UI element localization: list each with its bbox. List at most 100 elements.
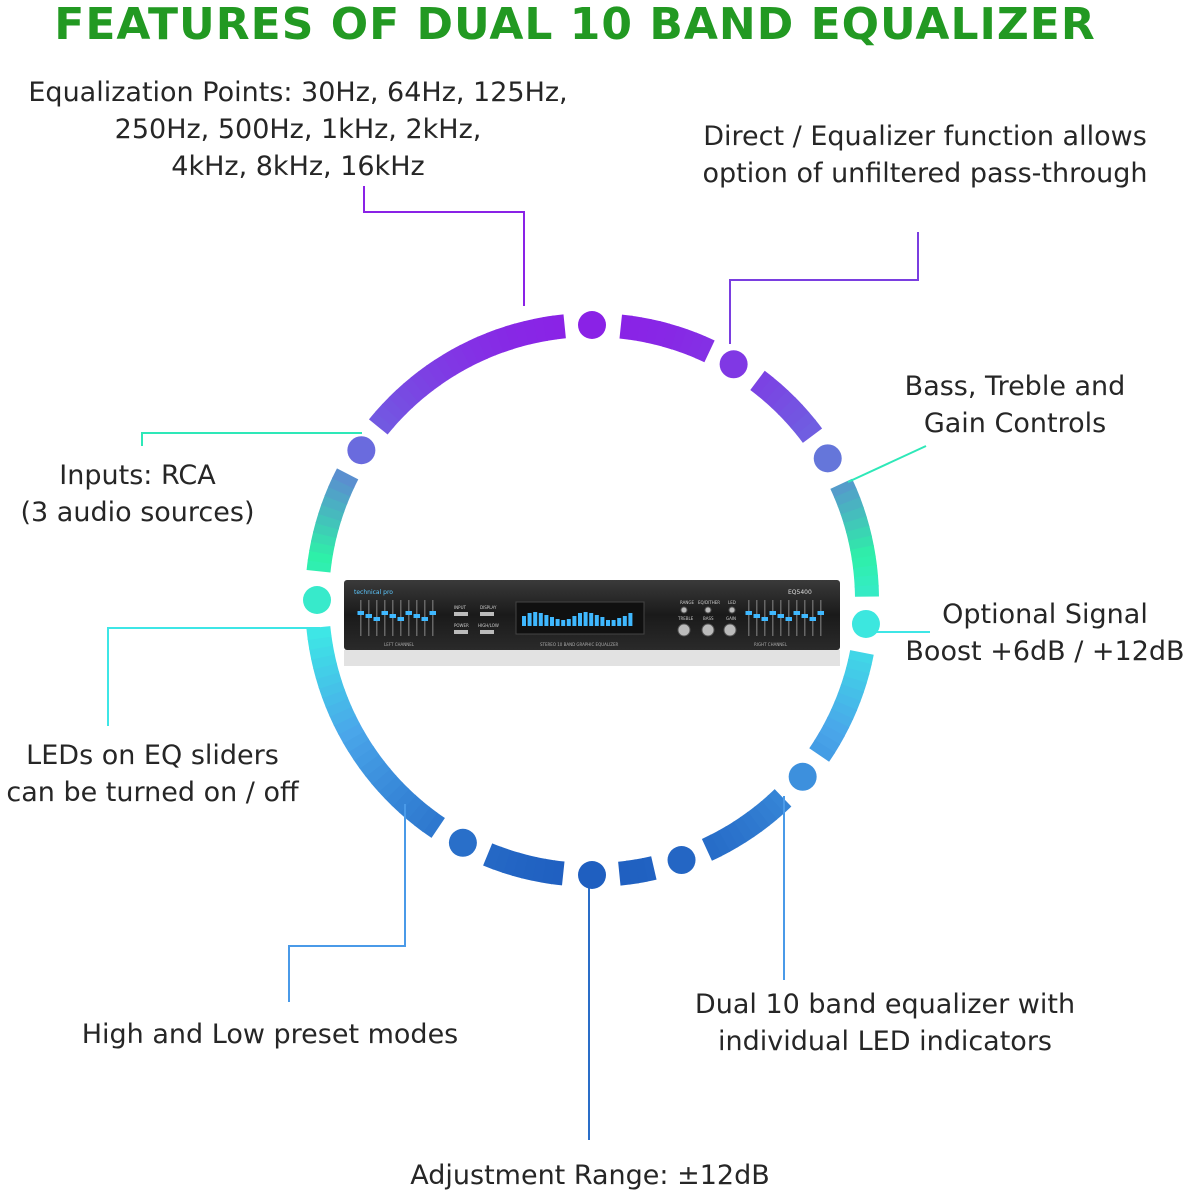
ring-segment <box>418 365 442 391</box>
ring-segment <box>388 389 414 415</box>
ring-segment <box>850 545 876 561</box>
device-button-power: POWER <box>454 623 469 628</box>
ring-segment <box>410 370 434 397</box>
feature-signal-boost: Optional Signal Boost +6dB / +12dB <box>895 596 1195 670</box>
device-knob <box>701 623 715 637</box>
gradient-ring <box>306 314 879 886</box>
feature-signal-boost-line2: Boost +6dB / +12dB <box>905 636 1185 667</box>
feature-leds: LEDs on EQ sliders can be turned on / of… <box>0 737 305 811</box>
lcd-bar <box>566 619 571 626</box>
ring-segment <box>398 794 423 820</box>
ring-segment <box>329 705 356 726</box>
ring-segment <box>843 667 870 685</box>
lcd-bar <box>522 616 526 626</box>
eq-slider-knob <box>429 611 436 615</box>
ring-segment <box>375 403 401 428</box>
eq-slider-knob <box>397 617 404 621</box>
lcd-bar <box>578 613 582 626</box>
ring-segment <box>483 843 503 870</box>
ring-segment <box>381 396 407 421</box>
ring-segment <box>767 789 792 814</box>
ring-segment <box>853 574 879 588</box>
eq-slider-knob <box>389 614 396 618</box>
ring-dot <box>448 828 477 857</box>
ring-segment <box>618 860 631 886</box>
lcd-bar <box>527 613 532 626</box>
ring-dot <box>667 846 696 875</box>
ring-segment <box>450 344 472 372</box>
ring-segment <box>645 318 661 345</box>
device-knob-treble: TREBLE <box>677 616 694 621</box>
lcd-bar <box>538 613 543 626</box>
ring-segment <box>468 336 488 363</box>
ring-segment <box>846 525 872 543</box>
ring-segment <box>827 708 854 729</box>
ring-segment <box>732 816 755 843</box>
ring-segment <box>321 688 349 708</box>
lcd-bar <box>533 612 538 626</box>
ring-segment <box>796 419 823 443</box>
ring-segment <box>347 738 374 761</box>
ring-segment <box>701 834 722 861</box>
feature-adjustment-line1: Adjustment Range: ±12dB <box>410 1160 770 1191</box>
ring-segment <box>830 700 858 721</box>
ring-segment <box>687 332 706 359</box>
feature-inputs-line2: (3 audio sources) <box>20 497 255 528</box>
lcd-bar <box>617 618 622 626</box>
ring-segment <box>530 856 547 883</box>
eq-slider-knob <box>373 617 380 621</box>
device-switch-range: RANGE <box>680 600 694 605</box>
ring-segment <box>784 404 810 429</box>
ring-segment <box>848 535 875 552</box>
ring-segment <box>414 806 438 833</box>
ring-segment <box>358 753 385 777</box>
lcd-bar <box>594 615 599 626</box>
ring-dot <box>788 762 817 791</box>
ring-segment <box>777 397 803 422</box>
feature-leds-line2: can be turned on / off <box>6 777 299 808</box>
device-switch-led: LED <box>728 600 736 605</box>
ring-segment <box>309 540 335 556</box>
feature-direct-eq: Direct / Equalizer function allows optio… <box>680 118 1170 192</box>
device-switch-eq: EQ/DITHER <box>698 600 720 605</box>
lcd-bar <box>628 613 633 626</box>
ring-segment <box>513 320 531 347</box>
ring-segment <box>822 716 850 738</box>
ring-segment <box>353 745 380 769</box>
feature-presets-line1: High and Low preset modes <box>81 1019 459 1050</box>
eq-slider-knob <box>405 611 412 615</box>
ring-segment <box>628 315 643 342</box>
ring-segment <box>845 658 872 675</box>
ring-segment <box>670 326 689 353</box>
lcd-bar <box>550 617 554 626</box>
ring-segment <box>725 821 747 848</box>
ring-segment <box>395 383 420 409</box>
eq-slider-track <box>360 600 362 636</box>
ring-segment <box>837 497 864 516</box>
eq-slider-knob <box>421 617 428 621</box>
ring-segment <box>851 555 878 570</box>
ring-segment <box>840 506 867 525</box>
ring-segment <box>342 730 369 753</box>
feature-eq-points-line3: 4kHz, 8kHz, 16kHz <box>171 151 425 182</box>
ring-segment <box>619 314 633 340</box>
lcd-bar <box>600 617 605 626</box>
eq-slider-knob <box>365 614 372 618</box>
device-button-input: INPUT <box>454 605 467 610</box>
ring-segment <box>495 326 514 353</box>
ring-segment <box>377 774 403 800</box>
ring-segment <box>364 760 391 785</box>
ring-segment <box>511 852 529 879</box>
ring-segment <box>425 359 449 386</box>
ring-segment <box>391 788 417 814</box>
ring-segment <box>324 485 351 505</box>
eq-slider-track <box>820 600 822 636</box>
eq-slider-knob <box>777 614 784 618</box>
device-button-display: DISPLAY <box>480 605 497 610</box>
ring-segment <box>662 323 680 350</box>
ring-segment <box>809 739 836 762</box>
connector-line <box>107 627 320 726</box>
page-title: FEATURES OF DUAL 10 BAND EQUALIZER <box>54 0 1096 50</box>
ring-segment <box>434 354 457 381</box>
